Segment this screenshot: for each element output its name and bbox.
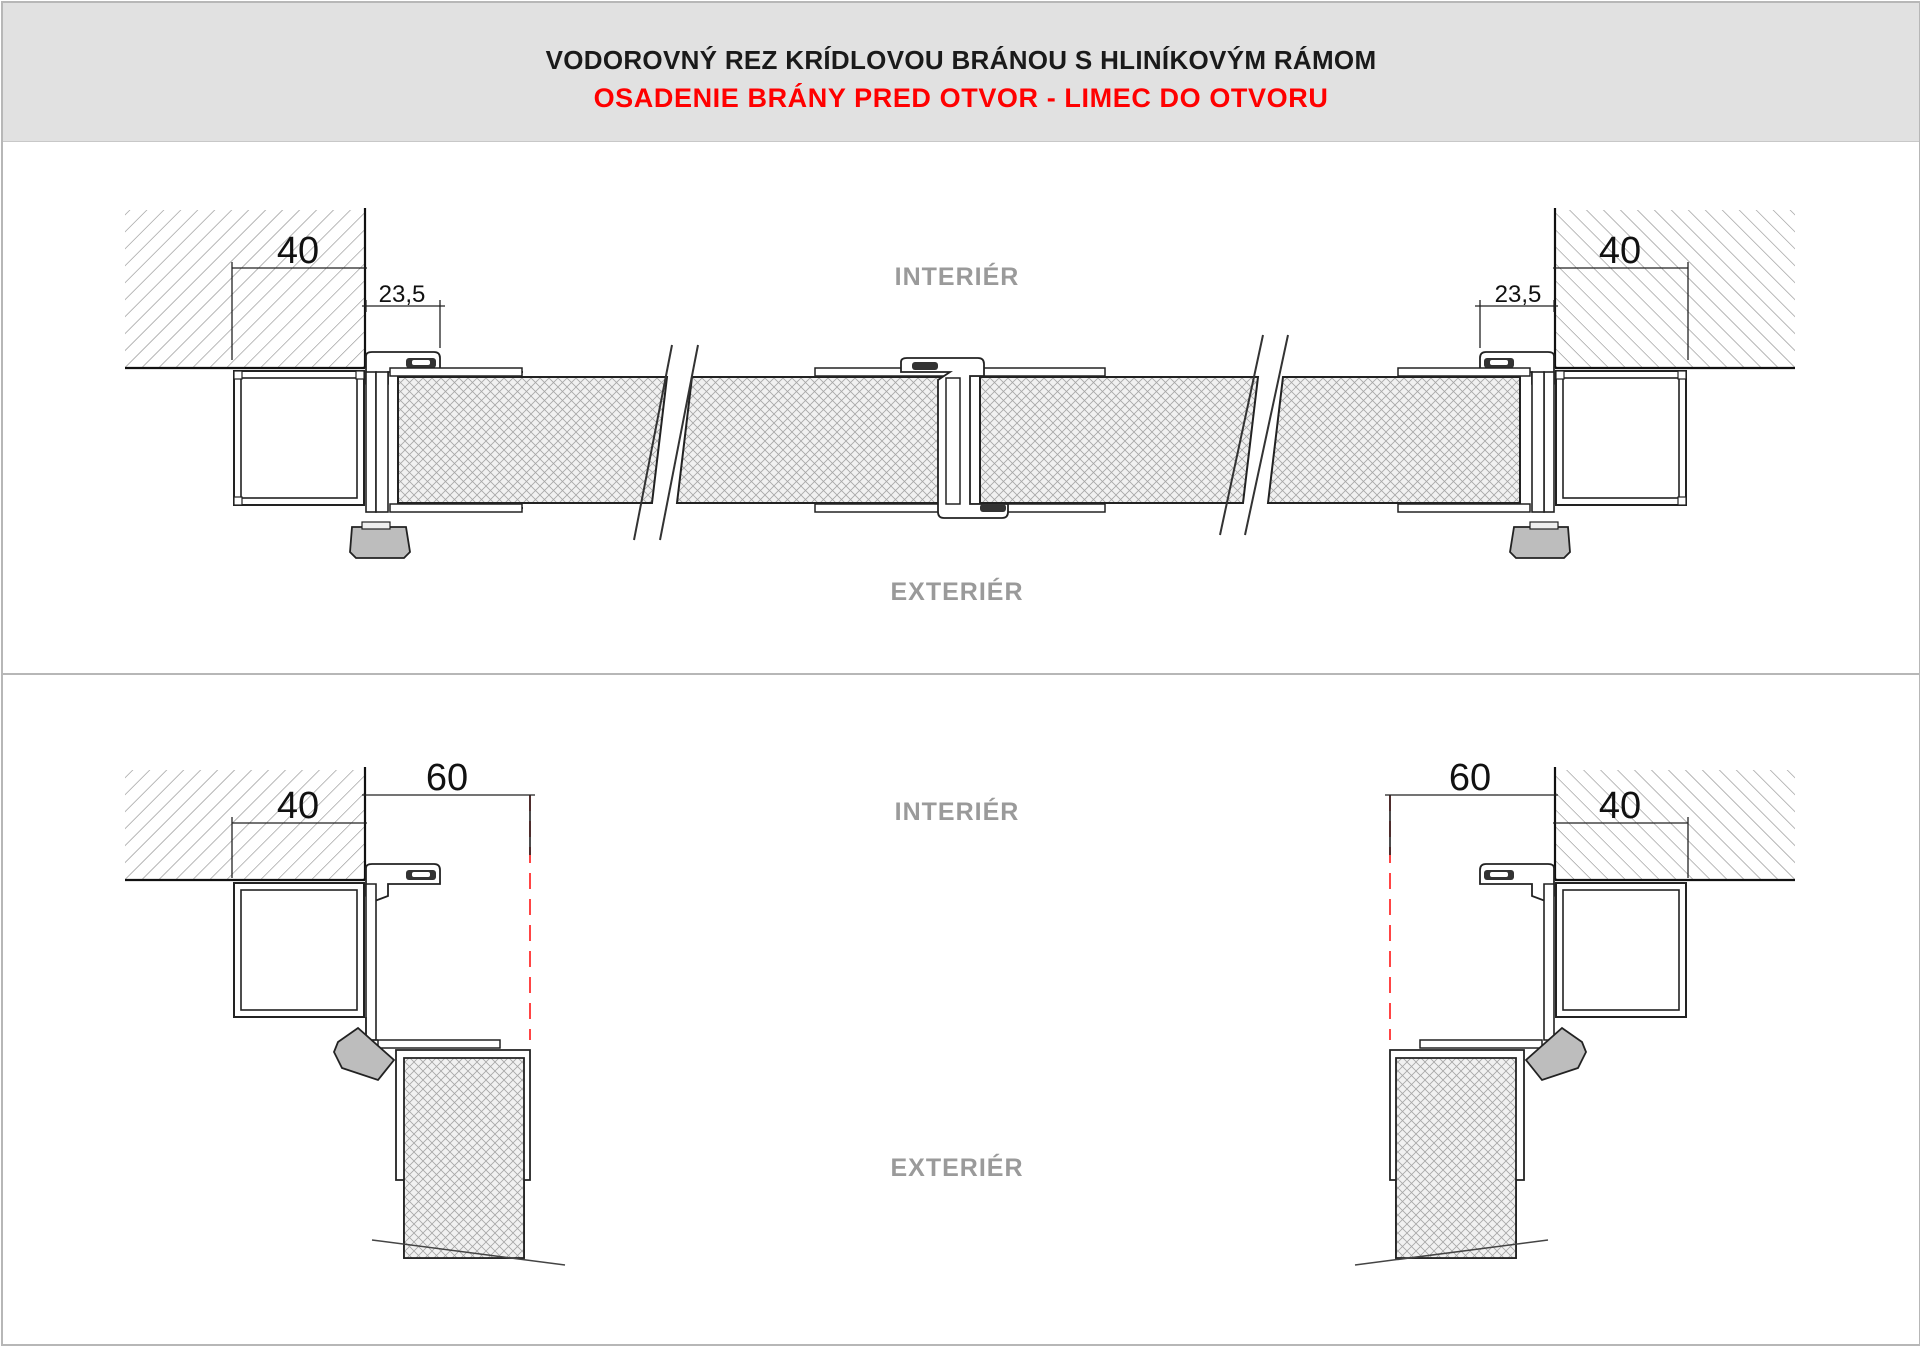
section-divider [3,673,1919,675]
dim-wall-right-top: 40 [1599,230,1641,272]
top-section: 40 23,5 40 23,5 INTERIÉR EXTERIÉR [123,206,1797,606]
exterior-label-bottom: EXTERIÉR [890,1153,1023,1182]
page-title: VODOROVNÝ REZ KRÍDLOVOU BRÁNOU S HLINÍKO… [545,45,1377,75]
dim-gap-left-top: 23,5 [379,281,426,308]
bottom-section: 40 60 [125,757,1795,1266]
interior-label-bottom: INTERIÉR [895,797,1020,826]
center-meeting-profile [900,357,1009,519]
left-leaf-panel [397,376,669,504]
interior-label-top: INTERIÉR [895,262,1020,291]
right-leaf-panel [979,376,1260,504]
left-jamb-open [125,767,441,1041]
header-bar: VODOROVNÝ REZ KRÍDLOVOU BRÁNOU S HLINÍKO… [3,3,1919,142]
dim-wall-right-bottom: 40 [1599,785,1641,827]
page-subtitle: OSADENIE BRÁNY PRED OTVOR - LIMEC DO OTV… [593,83,1329,113]
dim-wall-left-top: 40 [277,230,319,272]
exterior-label-top: EXTERIÉR [890,577,1023,606]
right-jamb-open [1354,767,1795,1266]
left-leaf-edge-profile [375,371,389,513]
dim-gap-right-top: 23,5 [1495,281,1542,308]
left-open-leaf-panel [403,1057,525,1259]
right-jamb [1478,206,1797,559]
left-buffer-open [333,1026,396,1082]
dim-wall-left-bottom: 40 [277,785,319,827]
dim-open-right-bottom: 60 [1449,757,1491,799]
left-buffer [349,521,411,559]
dim-open-left-bottom: 60 [426,757,468,799]
